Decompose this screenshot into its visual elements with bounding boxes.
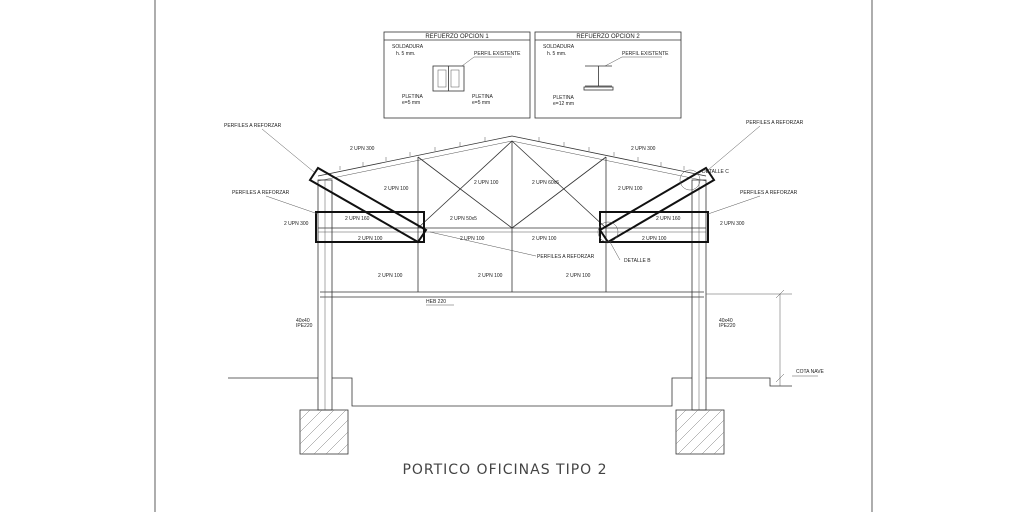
option-2-plate: PLETINA <box>553 95 575 101</box>
option-1-plate-left-size: e=5 mm <box>402 100 420 106</box>
annotations: PERFILES A REFORZAR PERFILES A REFORZAR … <box>224 120 825 377</box>
label-column-left-sub: IPE220 <box>296 323 313 329</box>
portal-frame <box>228 135 792 455</box>
label-perfiles-top-right: PERFILES A REFORZAR <box>746 120 804 126</box>
label-upn100-vertical-left: 2 UPN 100 <box>378 273 403 279</box>
reinforcement-highlights <box>308 166 716 244</box>
label-upn300-roof-left: 2 UPN 300 <box>350 146 375 152</box>
label-upn100-bottom-center-right: 2 UPN 100 <box>532 236 557 242</box>
detail-c-marker <box>679 169 701 191</box>
option-2-profile-label: PERFIL EXISTENTE <box>622 51 669 57</box>
option-2-plate-size: e=12 mm <box>553 101 574 107</box>
label-upn100-center-left: 2 UPN 100 <box>474 180 499 186</box>
label-perfiles-center: PERFILES A REFORZAR <box>537 254 595 260</box>
detail-box-option-2: REFUERZO OPCION 2 SOLDADURA h. 5 mm. PER… <box>534 31 682 119</box>
option-1-header: REFUERZO OPCION 1 <box>425 34 489 40</box>
label-upn100-bottom-center-left: 2 UPN 100 <box>460 236 485 242</box>
label-upn100-right-diag: 2 UPN 100 <box>618 186 643 192</box>
option-1-weld-label: SOLDADURA <box>392 44 424 50</box>
drawing-title: PORTICO OFICINAS TIPO 2 <box>402 462 607 478</box>
label-perfiles-mid-right: PERFILES A REFORZAR <box>740 190 798 196</box>
label-upn300-roof-right: 2 UPN 300 <box>631 146 656 152</box>
label-l60x6: 2 UPN 60x6 <box>532 180 559 186</box>
double-channel-section <box>432 65 465 92</box>
detail-box-option-1: REFUERZO OPCION 1 SOLDADURA h. 5 mm. PER… <box>383 31 531 119</box>
option-2-weld-label: SOLDADURA <box>543 44 575 50</box>
label-upn300-chord-right: 2 UPN 300 <box>720 221 745 227</box>
option-1-weld-size: h. 5 mm. <box>396 51 415 57</box>
label-l50x5: 2 UPN 50x5 <box>450 216 477 222</box>
label-upn100-bottom-right: 2 UPN 100 <box>642 236 667 242</box>
label-column-right-sub: IPE220 <box>719 323 736 329</box>
label-column-left: 40x40 <box>296 318 310 324</box>
label-cota-nave: COTA NAVE <box>796 369 825 375</box>
option-1-plate-right: PLETINA <box>472 94 494 100</box>
label-upn160-left: 2 UPN 160 <box>345 216 370 222</box>
label-perfiles-mid-left: PERFILES A REFORZAR <box>232 190 290 196</box>
label-upn300-chord-left: 2 UPN 300 <box>284 221 309 227</box>
i-beam-section <box>583 65 614 91</box>
footing-right <box>675 409 725 455</box>
label-upn160-right: 2 UPN 160 <box>656 216 681 222</box>
detail-b-marker <box>597 221 619 243</box>
label-column-right: 40x40 <box>719 318 733 324</box>
option-2-header: REFUERZO OPCION 2 <box>576 34 640 40</box>
option-2-weld-size: h. 5 mm. <box>547 51 566 57</box>
footing-left <box>299 409 349 455</box>
label-upn100-vertical-center: 2 UPN 100 <box>478 273 503 279</box>
option-1-plate-left: PLETINA <box>402 94 424 100</box>
label-perfiles-top-left: PERFILES A REFORZAR <box>224 123 282 129</box>
label-heb220: HEB 220 <box>426 299 446 305</box>
label-detalle-c: DETALLE C <box>702 169 729 175</box>
label-upn100-vertical-right: 2 UPN 100 <box>566 273 591 279</box>
label-upn100-bottom-left: 2 UPN 100 <box>358 236 383 242</box>
option-1-profile-label: PERFIL EXISTENTE <box>474 51 521 57</box>
label-upn100-left-diag: 2 UPN 100 <box>384 186 409 192</box>
option-1-plate-right-size: e=5 mm <box>472 100 490 106</box>
label-detalle-b: DETALLE B <box>624 258 651 264</box>
